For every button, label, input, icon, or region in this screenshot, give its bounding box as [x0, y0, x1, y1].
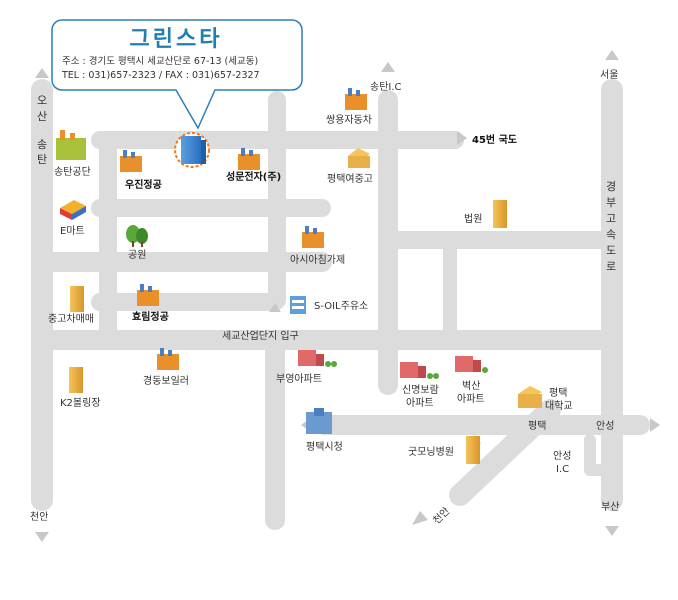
arrow-right-icon — [650, 418, 660, 432]
label-osan: 오 — [37, 94, 47, 107]
company-location-marker[interactable] — [174, 132, 210, 168]
label-woojin: 우진정공 — [125, 178, 162, 191]
label-anseong: 안성 — [596, 420, 614, 432]
label-byeoksan-1: 벽산 — [462, 380, 480, 392]
label-cheonan-diag: 천안 — [431, 505, 453, 527]
company-name: 그린스타 — [130, 27, 223, 52]
school-icon — [348, 148, 370, 168]
label-busan: 부산 — [601, 501, 619, 513]
apartment-icon — [400, 362, 439, 379]
factory-icon — [345, 88, 367, 110]
building-icon — [493, 200, 507, 228]
label-buyoung: 부영아파트 — [276, 373, 322, 385]
arrow-up-icon — [605, 50, 619, 60]
label-univ-2: 대학교 — [545, 400, 573, 412]
factory-icons — [56, 88, 367, 370]
svg-text:탄: 탄 — [37, 153, 47, 166]
direction-labels: 오 산 송 탄 천안 송탄I.C 45번 국도 서울 경 부 고 속 도 로 안… — [30, 69, 619, 527]
label-kyungdong: 경동보일러 — [143, 374, 189, 387]
label-ssangyong: 쌍용자동차 — [326, 114, 372, 126]
factory-icon — [137, 284, 159, 306]
svg-text:경: 경 — [606, 180, 616, 193]
label-pyeongtaek: 평택 — [528, 420, 546, 432]
label-asia: 아시아침가제 — [290, 254, 345, 266]
label-univ-1: 평택 — [549, 387, 567, 399]
label-songtan-industrial: 송탄공단 — [54, 166, 91, 178]
label-anseong-ic-1: 안성 — [553, 450, 571, 462]
svg-text:송: 송 — [37, 138, 47, 151]
svg-text:부: 부 — [606, 196, 616, 209]
svg-text:도: 도 — [606, 244, 616, 257]
label-court: 법원 — [464, 213, 482, 225]
factory-icon — [157, 348, 179, 370]
svg-text:산: 산 — [37, 110, 47, 123]
arrow-down-icon — [605, 526, 619, 536]
label-city-hall: 평택시청 — [306, 441, 343, 453]
label-hyorim: 효림정공 — [132, 310, 169, 323]
svg-text:속: 속 — [606, 228, 616, 241]
road-network — [31, 79, 650, 530]
factory-icon — [238, 148, 260, 170]
apartment-icon — [298, 350, 337, 367]
factory-icon — [56, 130, 86, 160]
university-icon — [518, 386, 542, 408]
label-sungmoon: 성문전자(주) — [226, 170, 281, 183]
place-labels: 송탄공단 E마트 중고차매매 K2볼링장 우진정공 성문전자(주) 공원 아시아… — [48, 114, 573, 458]
label-park: 공원 — [128, 249, 146, 261]
label-shinmyung-1: 신명보람 — [402, 383, 439, 396]
gas-station-icon — [290, 296, 306, 314]
direction-arrows — [35, 50, 660, 542]
arrow-up-icon — [269, 303, 281, 312]
company-contact: TEL : 031)657-2323 / FAX : 031)657-2327 — [61, 70, 260, 81]
label-used-car: 중고차매매 — [48, 313, 94, 325]
emart-icon — [60, 200, 86, 220]
tree-icon — [126, 225, 148, 247]
svg-text:고: 고 — [606, 212, 616, 225]
svg-text:로: 로 — [606, 260, 616, 273]
factory-icon — [120, 150, 142, 172]
label-byeoksan-2: 아파트 — [457, 393, 485, 405]
label-girls-school: 평택여중고 — [327, 173, 373, 185]
label-cheonan-left: 천안 — [30, 511, 48, 523]
landmark-icons — [60, 148, 542, 464]
label-shinmyung-2: 아파트 — [406, 397, 434, 409]
city-hall-icon — [306, 408, 332, 434]
factory-icon — [302, 226, 324, 248]
arrow-up-icon — [35, 68, 49, 78]
label-k2-bowling: K2볼링장 — [60, 397, 101, 409]
arrow-down-left-icon — [412, 511, 428, 525]
label-route45: 45번 국도 — [472, 133, 517, 146]
arrow-up-icon — [381, 62, 395, 72]
building-icon — [69, 367, 83, 393]
label-sekyo-entrance: 세교산업단지 입구 — [222, 329, 299, 342]
label-songtan-ic: 송탄I.C — [370, 81, 402, 93]
office-building-icon — [181, 136, 201, 164]
label-anseong-ic-2: I.C — [556, 464, 569, 475]
arrow-down-icon — [35, 532, 49, 542]
label-good-hospital: 굿모닝병원 — [408, 446, 454, 458]
company-address: 주소 : 경기도 평택시 세교산단로 67-13 (세교동) — [62, 55, 258, 67]
arrow-right-icon — [457, 131, 467, 145]
building-icon — [70, 286, 84, 312]
label-soil: S-OIL주유소 — [314, 300, 368, 312]
label-emart: E마트 — [60, 225, 85, 237]
apartment-icon — [455, 356, 488, 373]
label-seoul: 서울 — [600, 69, 618, 81]
building-icon — [466, 436, 480, 464]
company-callout: 그린스타 주소 : 경기도 평택시 세교산단로 67-13 (세교동) TEL … — [51, 19, 303, 130]
